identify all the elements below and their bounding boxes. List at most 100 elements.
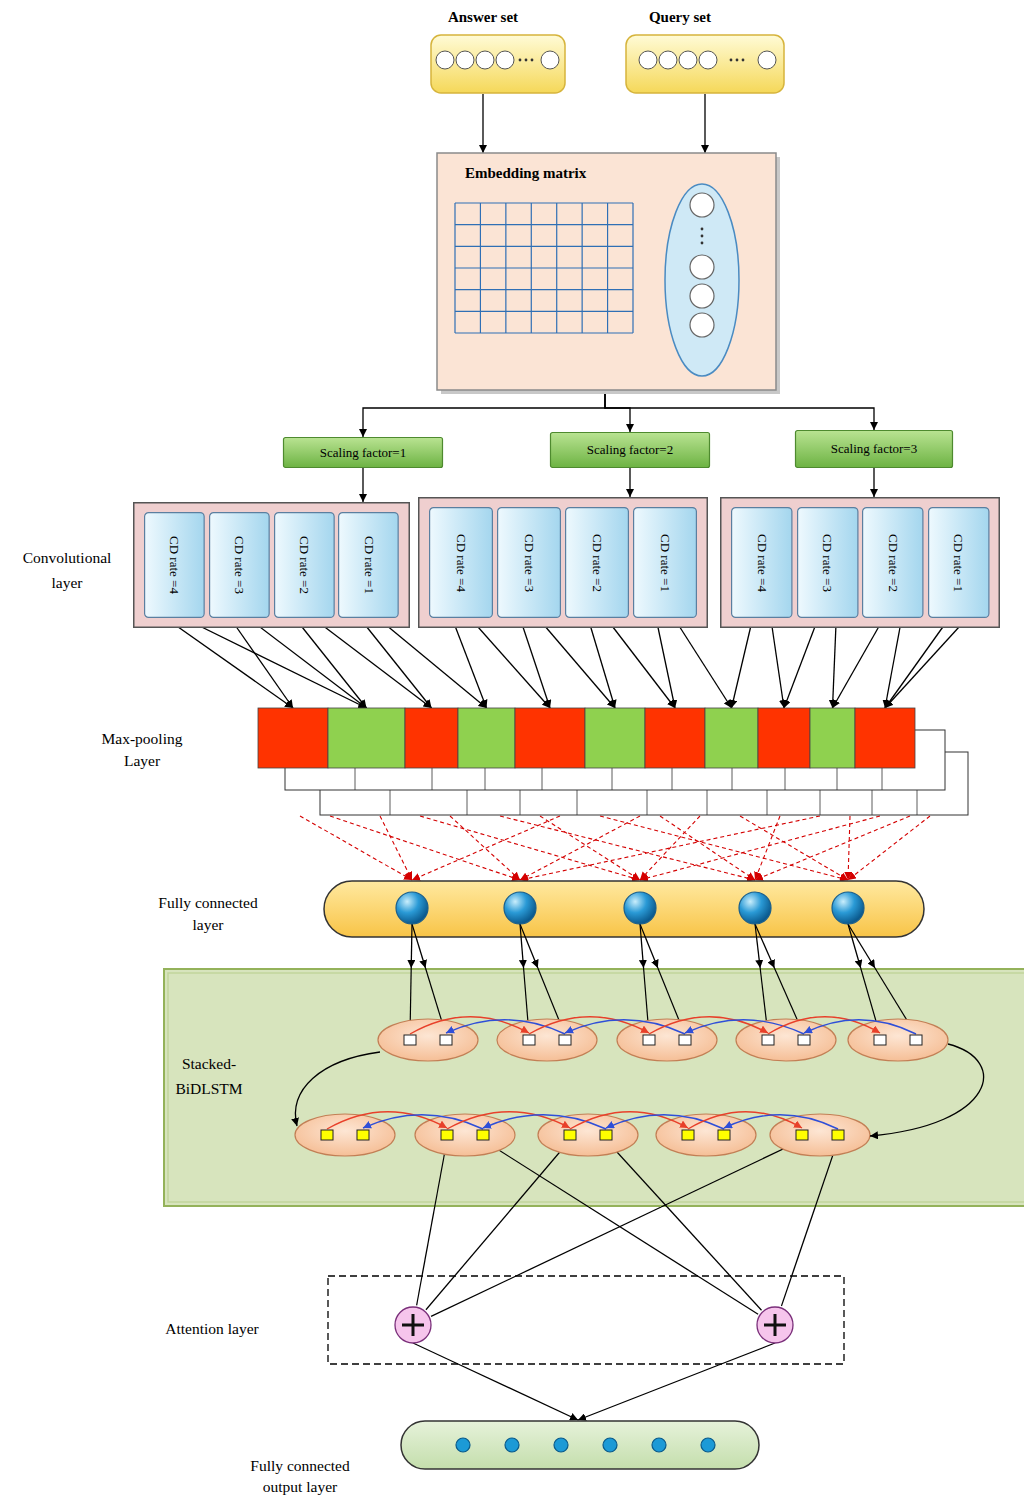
- sum-node: [395, 1307, 431, 1343]
- conv-group-box: [134, 503, 410, 628]
- token-circle: [699, 51, 717, 69]
- connector: [300, 816, 930, 880]
- dashed-connector-line: [450, 816, 520, 880]
- connector: [165, 618, 366, 708]
- vector-ellipse: [665, 184, 739, 376]
- panel-inner-edge: [168, 973, 1024, 1202]
- token-circle: [436, 51, 454, 69]
- node-text: CD rate =1: [657, 534, 673, 592]
- connector-line: [520, 618, 550, 708]
- ellipsis-dot: [742, 59, 745, 62]
- connection-line: [848, 924, 857, 938]
- connector-line: [416, 938, 425, 968]
- connector-line: [857, 938, 875, 968]
- grid-line: [455, 246, 633, 247]
- dashed-connector-line: [640, 816, 700, 880]
- connector: [630, 468, 631, 497]
- dashed-connector-line: [755, 816, 910, 880]
- node-text: CD rate =4: [166, 536, 182, 594]
- connector: [705, 94, 706, 153]
- conv-rate-box: [209, 513, 269, 618]
- embedding-box: Embedding matrix: [437, 153, 778, 392]
- conv-rate-box: [145, 513, 205, 618]
- node-text: Scaling factor=1: [320, 445, 406, 461]
- pooling-cell: [810, 708, 855, 768]
- conv-rate-box: CD rate =3: [797, 507, 859, 618]
- grid-line: [455, 311, 633, 312]
- ellipsis-dot: [525, 59, 528, 62]
- conv-rate-box: [430, 508, 493, 618]
- token-circle: [639, 51, 657, 69]
- connector-line: [183, 618, 366, 708]
- attention-box: [328, 1276, 844, 1364]
- shape-outline: [430, 34, 566, 94]
- lstm-cell: [848, 1019, 948, 1061]
- hidden-state: [718, 1130, 730, 1140]
- connector-line: [230, 618, 293, 708]
- hidden-state: [559, 1035, 571, 1045]
- bidlstm-panel: Stacked-BiDLSTM: [163, 968, 1024, 1207]
- connector: [874, 468, 875, 497]
- dashed-connector-line: [540, 816, 640, 880]
- output-neuron: [505, 1438, 519, 1452]
- connector-line: [588, 618, 615, 708]
- neuron: [396, 892, 428, 924]
- conv-rate-box: CD rate =2: [862, 507, 924, 618]
- hidden-state: [798, 1035, 810, 1045]
- connector: [605, 392, 630, 432]
- connector: [422, 1207, 815, 1275]
- connection-line: [413, 1343, 460, 1365]
- connector: [230, 618, 366, 708]
- node-text: CD rate =3: [521, 534, 537, 592]
- connector-line: [363, 392, 605, 437]
- stack-arrow: [870, 1044, 984, 1136]
- node-text: Scaling factor=3: [831, 441, 917, 457]
- ellipsis-dot: [531, 59, 534, 62]
- hidden-state: [600, 1130, 612, 1140]
- connector: [588, 618, 675, 708]
- connector: [360, 618, 487, 708]
- node-text: CD rate =2: [296, 536, 312, 594]
- attention-box: Attention layer: [327, 1275, 845, 1365]
- connector-line: [378, 618, 487, 708]
- hidden-state: [832, 1130, 844, 1140]
- connector-line: [248, 618, 366, 708]
- scaling-factor-box: Scaling factor=1: [283, 437, 443, 468]
- conv-group-box: CD rate =4 CD rate =3 CD rate =2 CD rate =1: [133, 502, 410, 628]
- connection-line: [755, 924, 761, 938]
- heading-holder: Embedding matrix: [465, 165, 586, 182]
- heading-holder: Attention layer: [127, 1318, 297, 1340]
- dashed-connector-line: [420, 816, 640, 880]
- hidden-state: [874, 1035, 886, 1045]
- hidden-state: [477, 1130, 489, 1140]
- hidden-state: [440, 1035, 452, 1045]
- conv-rate-box: CD rate =1: [338, 512, 399, 618]
- connector: [784, 618, 836, 708]
- conv-rate-box: [863, 508, 923, 618]
- output-bar: Fully connected output layer: [400, 1420, 760, 1470]
- stack-arrow: [296, 1052, 380, 1126]
- node-text: CD rate =3: [231, 536, 247, 594]
- hidden-state: [441, 1130, 453, 1140]
- conv-rate-box: CD rate =2: [274, 512, 335, 618]
- connector-line: [605, 392, 874, 430]
- output-neuron: [701, 1438, 715, 1452]
- token-circle: [456, 51, 474, 69]
- shape-outline: [163, 968, 1024, 1207]
- connection-line: [781, 1275, 792, 1306]
- token-circle: [541, 51, 559, 69]
- scaling-factor-box: Scaling factor=3: [795, 430, 953, 468]
- dashed-connector-line: [520, 816, 820, 880]
- conv-rate-box: CD rate =2: [565, 507, 629, 618]
- output-neuron: [554, 1438, 568, 1452]
- token-circle: [679, 51, 697, 69]
- connector-line: [757, 938, 761, 968]
- connection-line: [431, 1275, 518, 1316]
- hidden-state: [910, 1035, 922, 1045]
- dashed-connector-line: [640, 816, 880, 880]
- connector: [732, 618, 785, 708]
- connector: [452, 618, 550, 708]
- bidlstm-panel: [164, 969, 1024, 1206]
- dashed-connector-line: [600, 816, 848, 880]
